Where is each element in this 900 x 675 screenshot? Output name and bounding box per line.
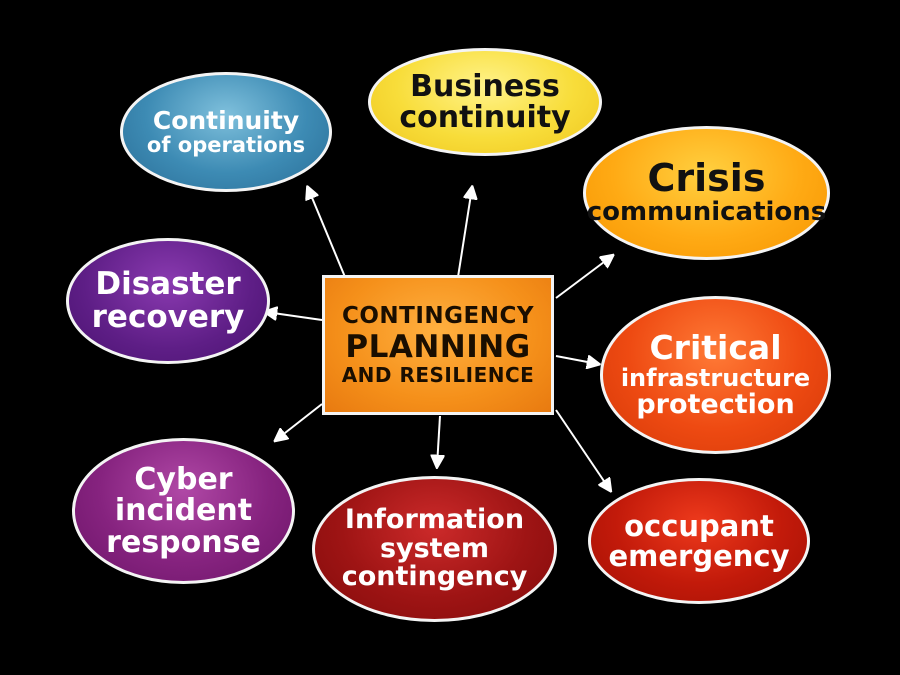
node-occupant-emergency: occupant emergency [588,478,810,604]
node-information-system-contingency: Information system contingency [312,476,557,622]
node-label-line: response [106,524,261,560]
node-crisis-communications: Crisis communications [583,126,830,260]
node-label-line: Business [410,68,560,104]
arrow-to-information-system-contingency [437,415,440,466]
node-label-line: incident [114,493,253,529]
central-topic-line: CONTINGENCY [341,303,535,330]
node-continuity-of-operations: Continuity of operations [120,72,332,192]
arrow-to-occupant-emergency [555,409,610,490]
node-label-line: emergency [608,539,790,573]
central-topic-box: CONTINGENCY PLANNING AND RESILIENCE [322,275,554,415]
node-label-line: recovery [91,299,245,335]
node-label-line: protection [636,388,795,420]
node-disaster-recovery: Disaster recovery [66,238,270,364]
arrow-to-cyber-incident-response [276,403,323,440]
node-label-line: Crisis [647,156,766,201]
node-label-line: system [379,532,490,564]
node-business-continuity: Business continuity [368,48,602,156]
node-label-line: Disaster [95,266,241,303]
arrow-to-continuity-of-operations [308,188,346,278]
node-label-line: Cyber [134,461,233,497]
node-label-line: communications [586,197,827,228]
arrow-to-business-continuity [457,188,472,278]
node-cyber-incident-response: Cyber incident response [72,438,295,584]
node-label-line: contingency [341,561,528,593]
arrow-to-critical-infrastructure-protection [555,355,598,364]
node-label-line: occupant [624,508,774,543]
node-label-line: of operations [146,133,306,158]
node-label-line: continuity [399,100,571,135]
arrow-to-disaster-recovery [266,312,323,321]
node-label-line: Continuity [152,105,300,135]
node-label-line: infrastructure [620,363,811,392]
central-topic-line: PLANNING [345,328,531,365]
node-label-line: Information [344,504,525,536]
central-topic-line: AND RESILIENCE [341,362,535,387]
arrow-to-crisis-communications [555,256,612,299]
node-label-line: Critical [649,327,782,367]
node-critical-infrastructure-protection: Critical infrastructure protection [600,296,831,454]
